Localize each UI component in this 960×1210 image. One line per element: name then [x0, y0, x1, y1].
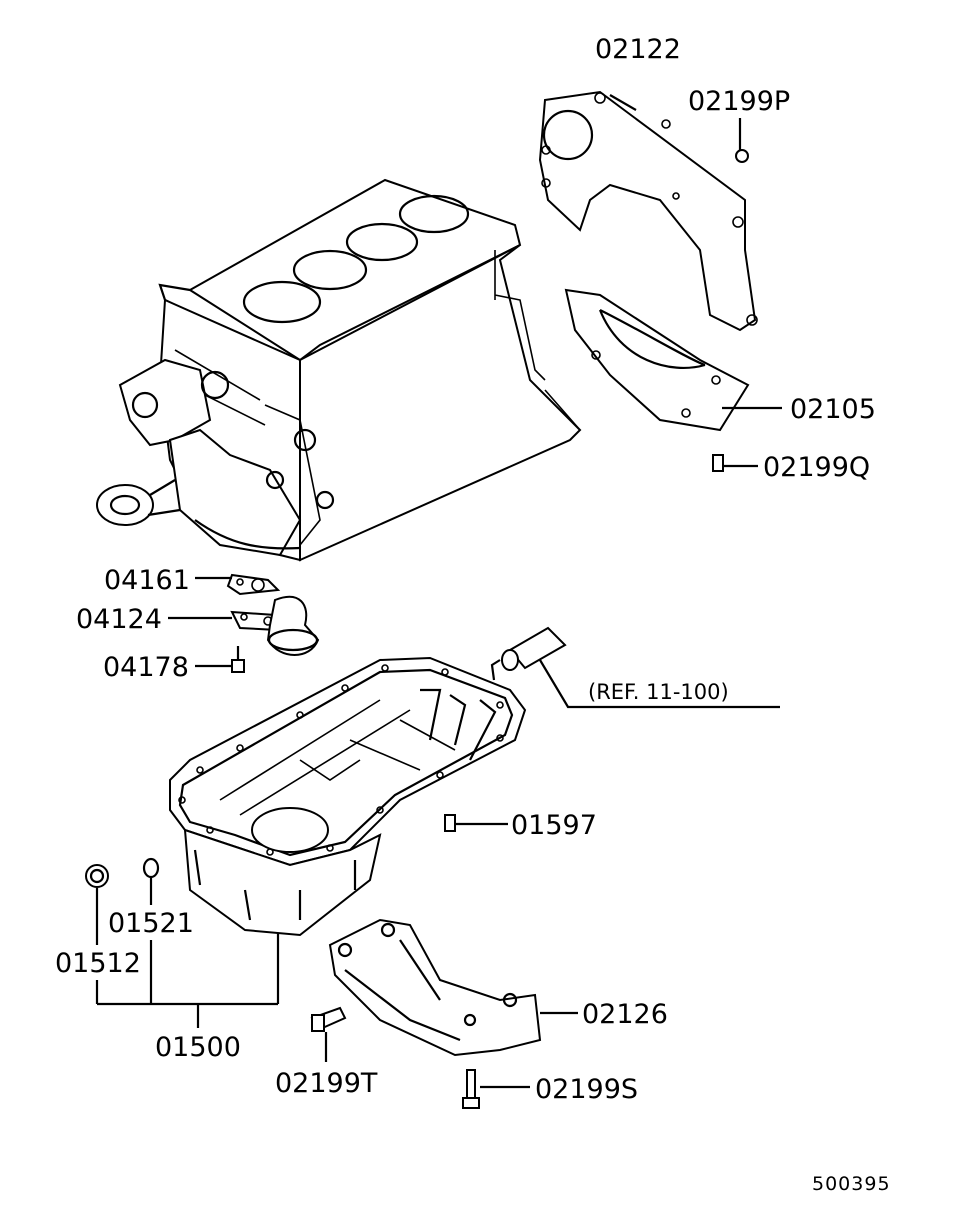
drain-gasket-01521 — [142, 857, 160, 879]
bolt-02199Q — [712, 454, 724, 472]
bolt-02199T — [310, 1006, 347, 1032]
bolt-01597 — [444, 814, 456, 832]
label-04178: 04178 — [103, 652, 189, 683]
label-01512: 01512 — [55, 948, 141, 979]
bolt-02199P — [735, 118, 749, 163]
label-ref-11-100: (REF. 11-100) — [588, 680, 729, 704]
oil-strainer-04124 — [230, 595, 320, 656]
label-02199S: 02199S — [535, 1074, 638, 1105]
engine-block — [96, 178, 582, 562]
drain-plug-01512 — [85, 864, 109, 888]
label-04161: 04161 — [104, 565, 190, 596]
gasket-04161 — [226, 573, 281, 596]
label-01500: 01500 — [155, 1032, 241, 1063]
label-01597: 01597 — [511, 810, 597, 841]
label-01521: 01521 — [108, 908, 194, 939]
label-02199P: 02199P — [688, 86, 790, 117]
leader-lines — [95, 94, 782, 1089]
part-labels: 02122 02199P 02105 02199Q 04161 04124 04… — [55, 34, 891, 1195]
label-02199T: 02199T — [275, 1068, 378, 1099]
label-04124: 04124 — [76, 604, 162, 635]
label-02199Q: 02199Q — [763, 452, 870, 483]
label-02105: 02105 — [790, 394, 876, 425]
illustration-number: 500395 — [812, 1173, 891, 1195]
bracket-02126 — [328, 918, 542, 1057]
rear-plate-02122 — [538, 90, 758, 332]
bolt-04178 — [231, 646, 245, 673]
bolt-02199S — [462, 1069, 480, 1109]
oil-pan-01500 — [169, 656, 527, 937]
sealant-tube — [490, 626, 567, 681]
label-02122: 02122 — [595, 34, 681, 65]
cover-02105 — [564, 288, 750, 432]
label-02126: 02126 — [582, 999, 668, 1030]
